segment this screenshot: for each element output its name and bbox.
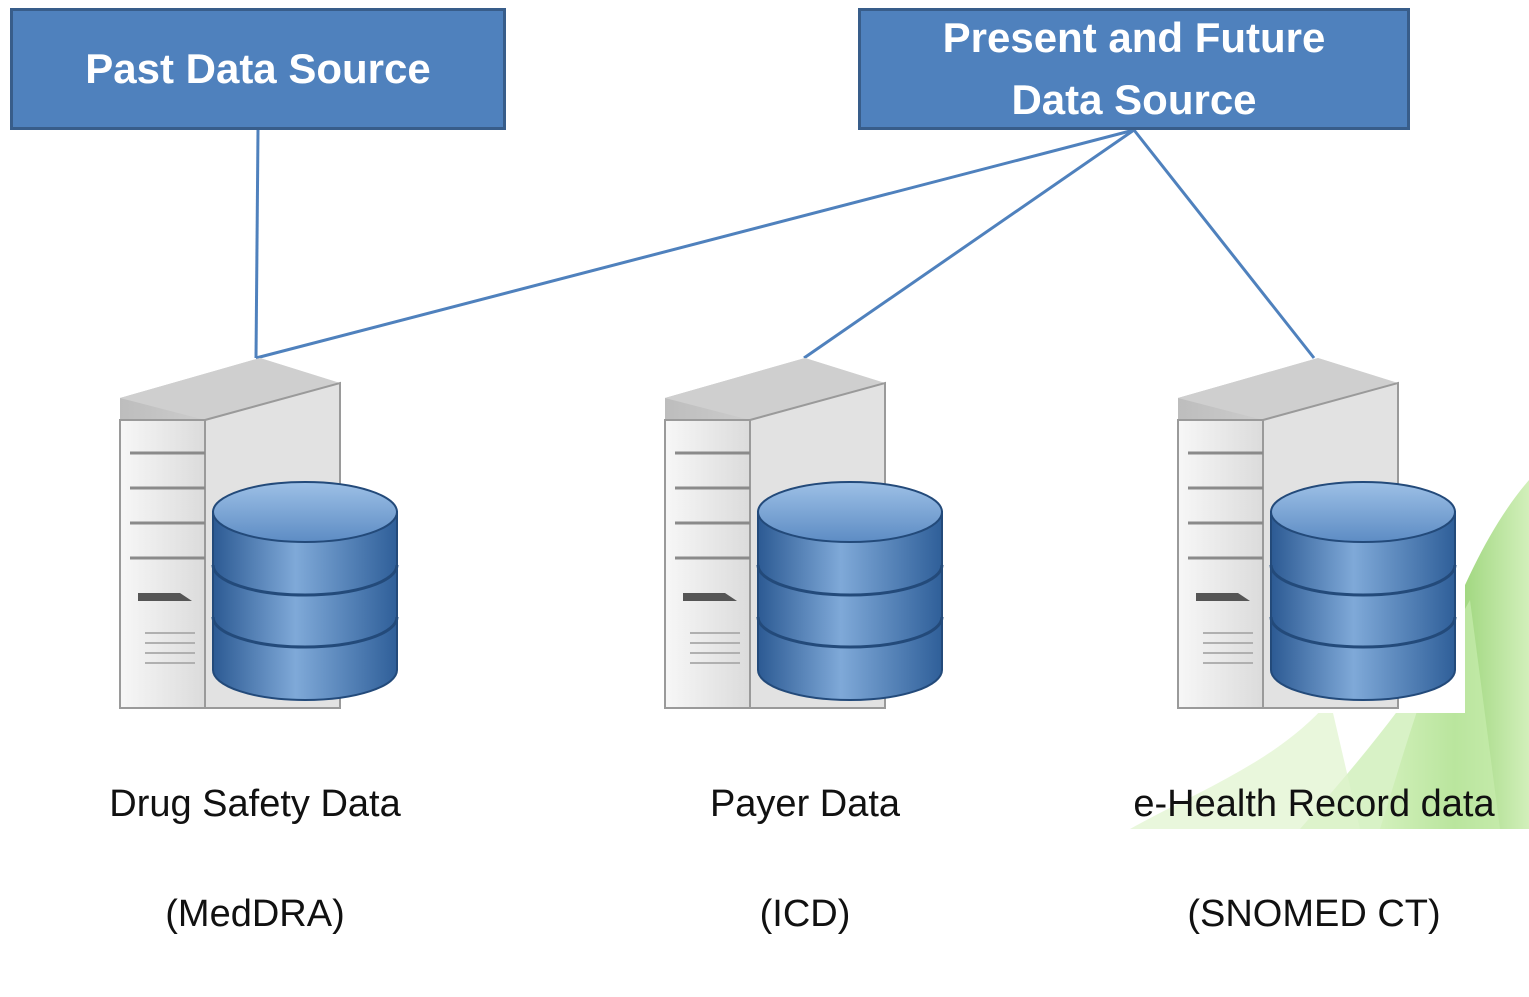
ehealth-name: e-Health Record data (1133, 783, 1495, 825)
server-drug-safety-icon (119, 358, 399, 709)
connector-lines (254, 128, 1316, 360)
drug-safety-code: (MedDRA) (165, 893, 345, 935)
past-data-source-box: Past Data Source (10, 8, 506, 130)
present-future-data-source-box: Present and Future Data Source (858, 8, 1410, 130)
ehealth-code: (SNOMED CT) (1187, 893, 1441, 935)
database-cylinder (1269, 481, 1457, 701)
present-future-data-source-label: Present and Future Data Source (942, 14, 1326, 123)
connector-past-to-drug-safety (254, 129, 260, 359)
connector-present-to-ehealth (1132, 129, 1316, 359)
drug-safety-label: Drug Safety Data (MedDRA) (50, 722, 460, 997)
payer-code: (ICD) (759, 893, 851, 935)
diagram-graphics (119, 128, 1529, 829)
drug-safety-name: Drug Safety Data (109, 783, 401, 825)
payer-label: Payer Data (ICD) (600, 722, 1010, 997)
diagram-canvas: Past Data Source Present and Future Data… (10, 8, 1529, 935)
server-ehealth-icon (1177, 358, 1465, 713)
connector-present-to-payer (803, 128, 1135, 360)
ehealth-label: e-Health Record data (SNOMED CT) (1100, 722, 1528, 997)
payer-name: Payer Data (709, 783, 901, 825)
connector-present-to-drug-safety (255, 128, 1135, 360)
past-data-source-label: Past Data Source (85, 45, 431, 92)
server-payer-icon (664, 358, 944, 709)
database-cylinder (756, 481, 944, 701)
database-cylinder (211, 481, 399, 701)
